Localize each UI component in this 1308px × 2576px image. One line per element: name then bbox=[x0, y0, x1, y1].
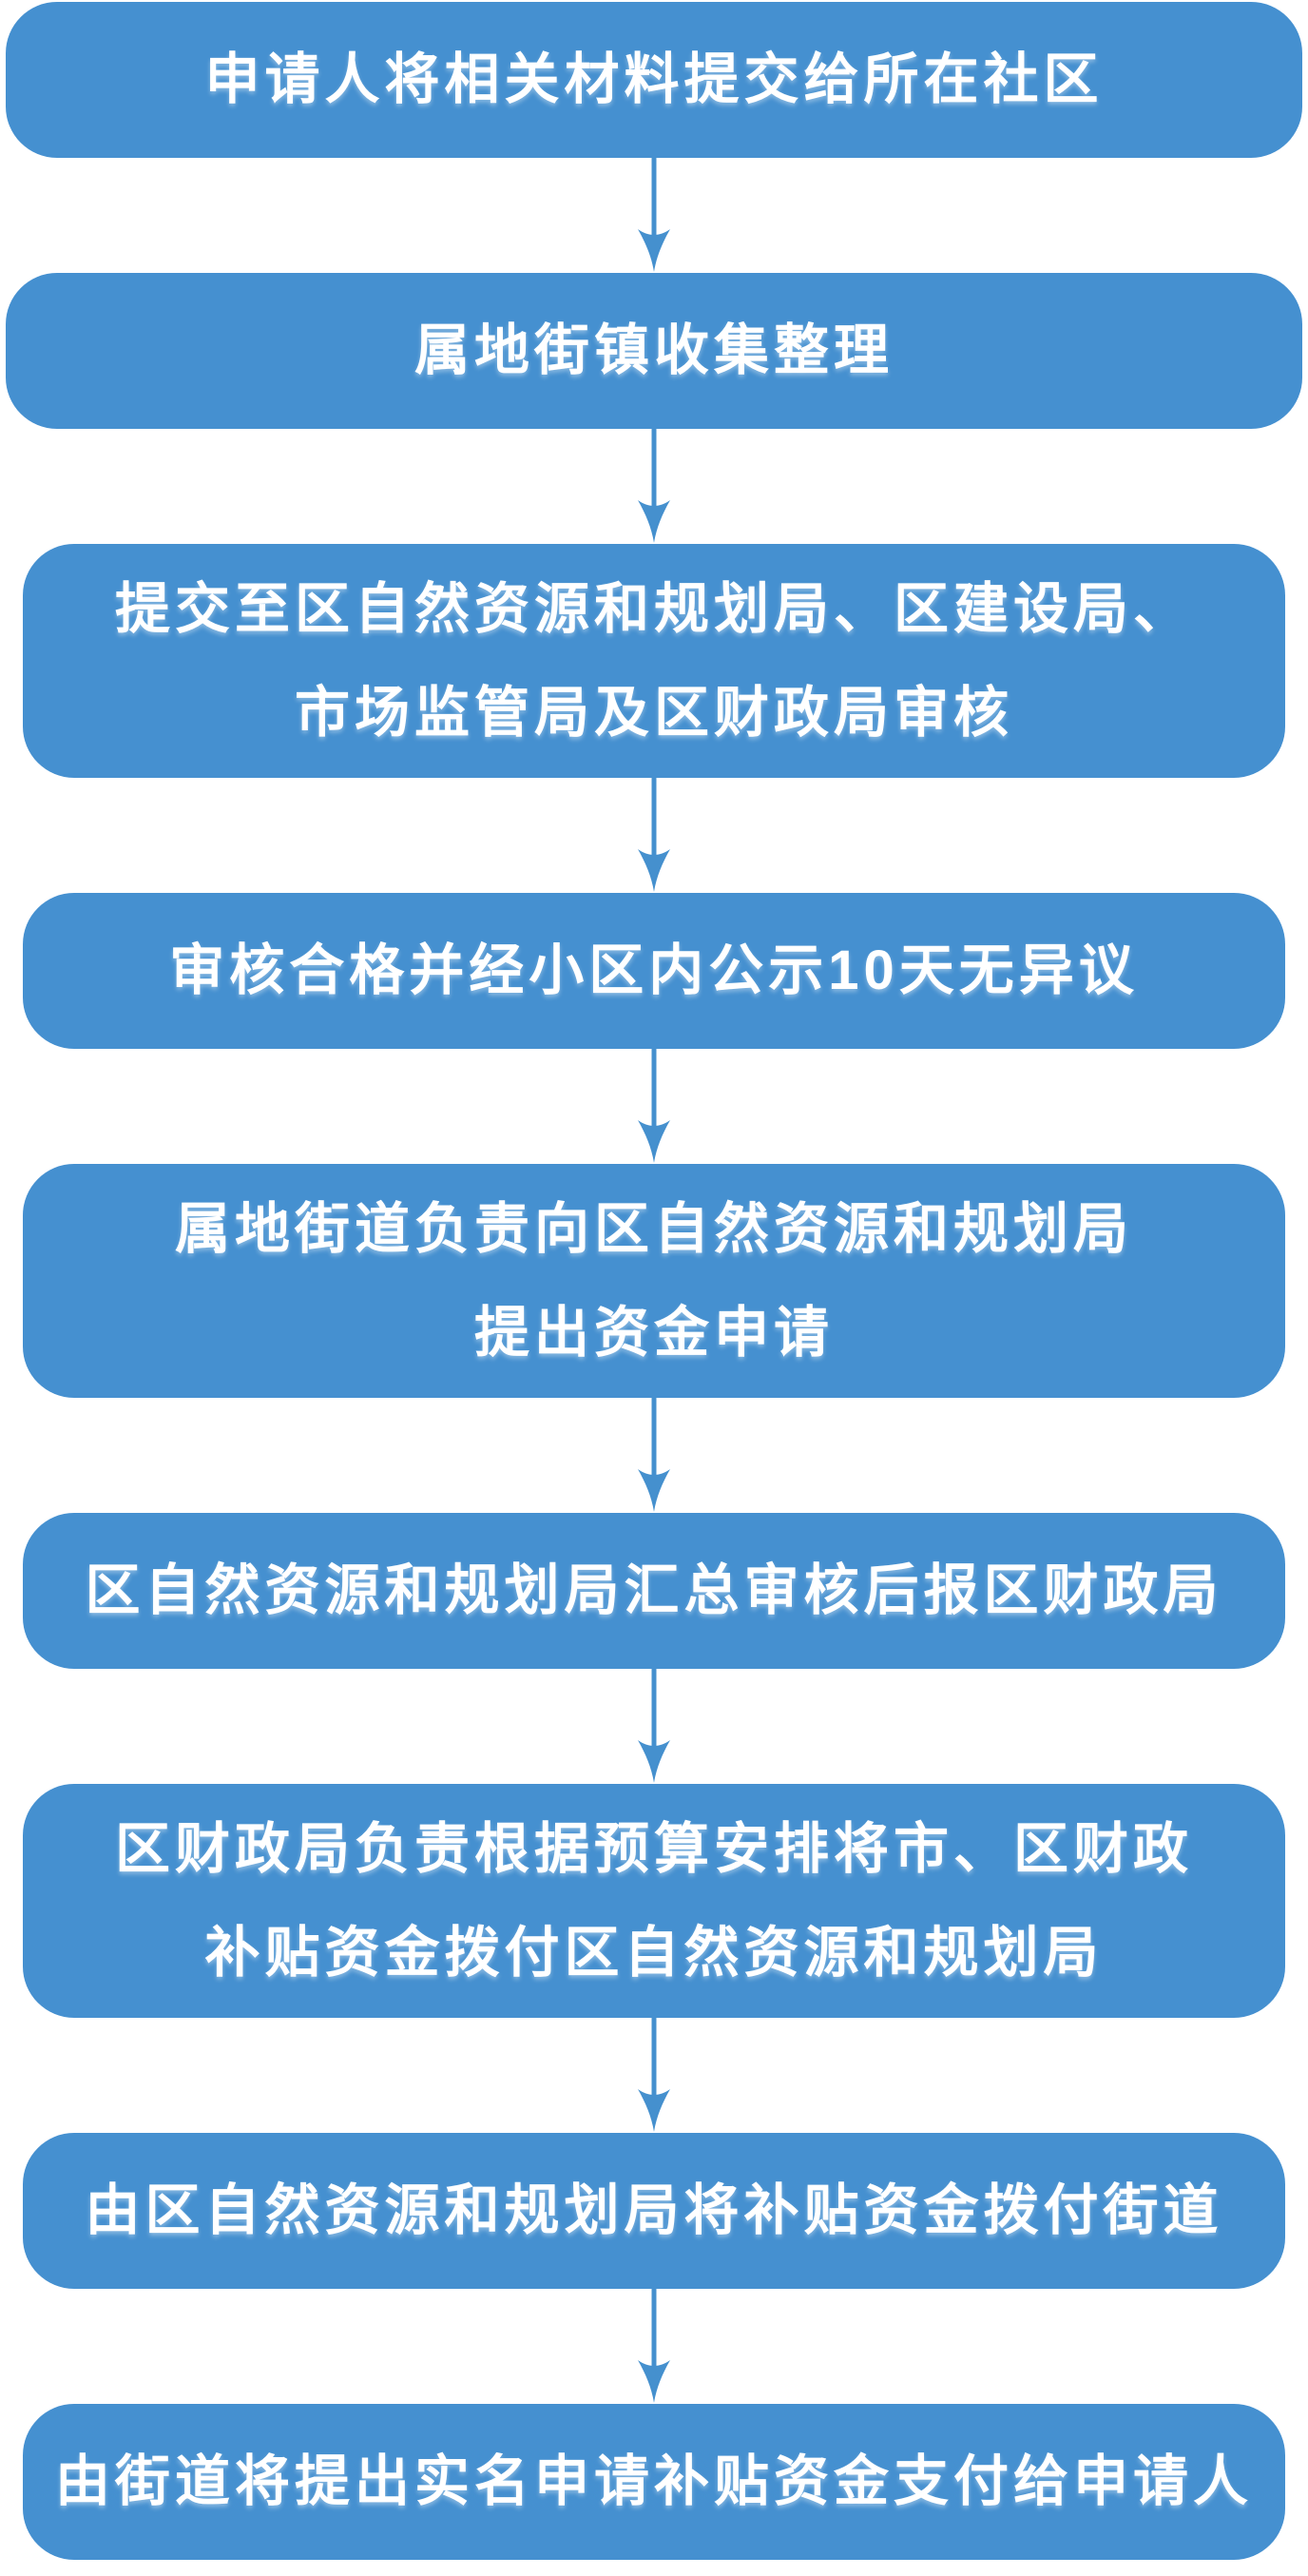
flow-arrow-7 bbox=[0, 2018, 1308, 2133]
flow-step-2: 属地街镇收集整理 bbox=[6, 273, 1302, 429]
flow-step-3: 提交至区自然资源和规划局、区建设局、 市场监管局及区财政局审核 bbox=[23, 544, 1285, 778]
flow-step-1: 申请人将相关材料提交给所在社区 bbox=[6, 2, 1302, 158]
flow-step-6: 区自然资源和规划局汇总审核后报区财政局 bbox=[23, 1513, 1285, 1669]
flow-step-8: 由区自然资源和规划局将补贴资金拨付街道 bbox=[23, 2133, 1285, 2289]
down-arrow-icon bbox=[638, 778, 670, 892]
flow-arrow-8 bbox=[0, 2289, 1308, 2404]
flow-step-7: 区财政局负责根据预算安排将市、区财政 补贴资金拨付区自然资源和规划局 bbox=[23, 1784, 1285, 2018]
flow-step-9-label: 由街道将提出实名申请补贴资金支付给申请人 bbox=[54, 2450, 1253, 2513]
flow-step-4: 审核合格并经小区内公示10天无异议 bbox=[23, 893, 1285, 1049]
down-arrow-icon bbox=[638, 1669, 670, 1783]
flow-step-1-label: 申请人将相关材料提交给所在社区 bbox=[204, 48, 1104, 111]
flow-step-2-label: 属地街镇收集整理 bbox=[414, 320, 894, 382]
down-arrow-icon bbox=[638, 1049, 670, 1163]
down-arrow-icon bbox=[638, 1398, 670, 1512]
flow-step-6-label: 区自然资源和规划局汇总审核后报区财政局 bbox=[85, 1559, 1223, 1622]
down-arrow-icon bbox=[638, 2289, 670, 2403]
flow-arrow-4 bbox=[0, 1049, 1308, 1164]
flow-arrow-5 bbox=[0, 1398, 1308, 1513]
flow-step-3-label: 提交至区自然资源和规划局、区建设局、 市场监管局及区财政局审核 bbox=[114, 577, 1193, 744]
flow-step-4-label: 审核合格并经小区内公示10天无异议 bbox=[169, 939, 1139, 1002]
down-arrow-icon bbox=[638, 429, 670, 543]
flow-step-7-label: 区财政局负责根据预算安排将市、区财政 补贴资金拨付区自然资源和规划局 bbox=[114, 1817, 1193, 1984]
flow-arrow-3 bbox=[0, 778, 1308, 893]
flow-step-5-label: 属地街道负责向区自然资源和规划局 提出资金申请 bbox=[174, 1197, 1133, 1364]
down-arrow-icon bbox=[638, 158, 670, 272]
flow-arrow-6 bbox=[0, 1669, 1308, 1784]
flow-step-5: 属地街道负责向区自然资源和规划局 提出资金申请 bbox=[23, 1164, 1285, 1398]
flow-arrow-2 bbox=[0, 429, 1308, 544]
flow-arrow-1 bbox=[0, 158, 1308, 273]
down-arrow-icon bbox=[638, 2018, 670, 2132]
flow-step-9: 由街道将提出实名申请补贴资金支付给申请人 bbox=[23, 2404, 1285, 2560]
flow-step-8-label: 由区自然资源和规划局将补贴资金拨付街道 bbox=[85, 2179, 1223, 2242]
